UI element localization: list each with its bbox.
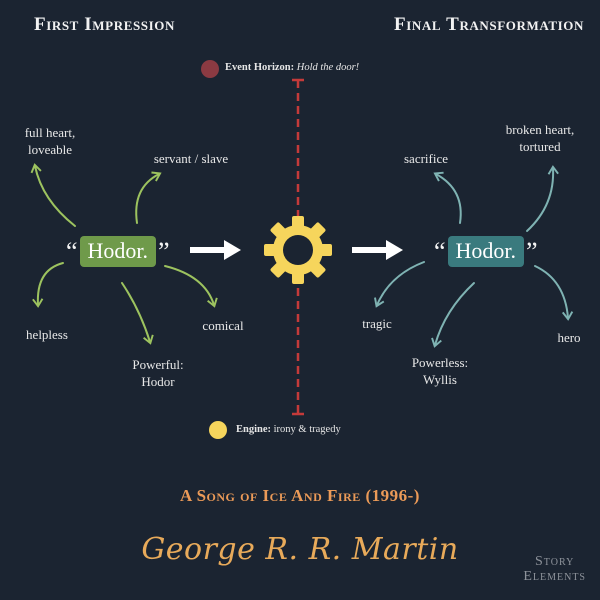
first-impression-hodor-box: Hodor.: [79, 236, 157, 267]
label-comical: comical: [202, 318, 244, 333]
label-servant-slave: servant / slave: [153, 151, 229, 166]
label-sacrifice: sacrifice: [403, 151, 449, 166]
label-broken-heart: broken heart, tortured: [505, 122, 575, 154]
arrow-to-broken-heart: [526, 165, 559, 232]
arrow-right-icon-right: [352, 240, 403, 260]
first-impression-heading: First Impression: [34, 14, 175, 35]
event-horizon-dot: [201, 60, 219, 78]
label-powerful: Powerful: Hodor: [132, 357, 184, 389]
arrow-to-tragic: [374, 261, 425, 308]
final-transformation-hodor-box: Hodor.: [447, 236, 525, 267]
arrow-to-comical: [164, 265, 218, 308]
arrow-to-servant: [135, 171, 162, 224]
engine-legend: Engine: irony & tragedy: [236, 424, 341, 435]
arrow-to-helpless: [32, 262, 64, 308]
label-tragic: tragic: [362, 316, 392, 331]
engine-value: irony & tragedy: [273, 424, 341, 435]
close-quote: ”: [158, 236, 170, 266]
author-name: George R. R. Martin: [141, 532, 459, 567]
gear-icon: [264, 216, 332, 284]
close-quote: ”: [526, 236, 538, 266]
engine-dot: [209, 421, 227, 439]
arrow-to-powerless: [431, 282, 475, 348]
arrow-to-sacrifice: [433, 171, 462, 224]
series-title: A Song of Ice And Fire (1996-): [180, 486, 420, 505]
arrow-right-icon-left: [190, 240, 241, 260]
story-elements-logo: Story Elements: [523, 554, 586, 584]
final-transformation-heading: Final Transformation: [394, 14, 584, 35]
open-quote: “: [434, 236, 446, 266]
open-quote: “: [66, 236, 78, 266]
label-hero: hero: [557, 330, 581, 345]
arrow-to-full-heart: [30, 163, 76, 227]
final-transformation-hodor: “ Hodor. ”: [434, 236, 538, 267]
event-horizon-label: Event Horizon:: [225, 62, 295, 73]
label-full-heart: full heart, loveable: [24, 125, 76, 157]
event-horizon-legend: Event Horizon: Hold the door!: [225, 62, 359, 73]
event-horizon-value: Hold the door!: [296, 62, 360, 73]
arrow-to-powerful: [121, 282, 154, 345]
label-powerless: Powerless: Wyllis: [411, 355, 469, 387]
first-impression-hodor: “ Hodor. ”: [66, 236, 170, 267]
label-helpless: helpless: [26, 327, 68, 342]
engine-label: Engine:: [236, 424, 272, 435]
arrow-to-hero: [534, 265, 574, 321]
